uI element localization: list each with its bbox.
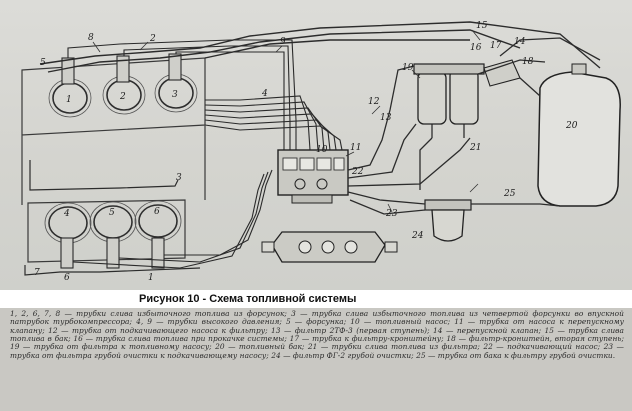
label-19: 19 [402,63,414,73]
figure-caption: Рисунок 10 - Схема топливной системы [0,290,632,308]
cylinder-6 [138,204,178,238]
cylinder-label-5: 5 [109,208,115,218]
label-9: 9 [280,37,286,47]
leader-lines [92,29,481,213]
diagram-scan: 8 2 5 9 4 12 11 10 19 13 21 15 16 17 14 … [0,0,632,290]
figure-legend-text: 1, 2, 6, 7, 8 — трубки слива избыточного… [10,309,624,360]
label-22: 22 [351,167,364,177]
label-15: 15 [476,21,488,31]
high-pressure-bundle [67,39,343,269]
left-return-line [29,160,179,191]
label-20: 20 [565,121,578,131]
label-13: 13 [380,113,392,123]
cylinder-label-2: 2 [119,92,126,102]
label-1: 1 [148,273,154,283]
label-11: 11 [350,143,361,153]
label-17: 17 [490,41,502,51]
cylinder-label-6: 6 [154,207,160,217]
right-fuel-lines [347,37,601,215]
top-drain-lines [39,21,601,73]
figure-caption-text: Рисунок 10 - Схема топливной системы [139,293,357,305]
label-14: 14 [514,37,526,47]
label-4: 4 [261,89,268,99]
injector-1 [61,57,75,85]
bottom-drain-line [24,265,201,276]
fuel-tank [537,63,621,207]
label-5: 5 [40,58,46,68]
cylinder-label-3: 3 [172,90,178,100]
label-21: 21 [469,143,481,153]
label-7: 7 [34,268,40,278]
lower-injectors [60,237,165,269]
upper-injectors [61,53,182,85]
label-12: 12 [368,97,380,107]
injector-4 [60,237,74,269]
injector-2 [116,55,130,83]
figure-legend: 1, 2, 6, 7, 8 — трубки слива избыточного… [0,308,632,411]
callout-labels: 8 2 5 9 4 12 11 10 19 13 21 15 16 17 14 … [34,21,578,283]
label-25: 25 [503,189,516,199]
injector-6 [151,237,165,269]
label-18: 18 [522,57,534,67]
label-10: 10 [316,145,328,155]
label-2: 2 [149,34,156,44]
label-3: 3 [176,173,182,183]
pump-section-view [261,231,398,263]
injector-5 [106,237,120,269]
coarse-filter [424,199,472,242]
label-8: 8 [88,33,94,43]
fuel-system-diagram: 8 2 5 9 4 12 11 10 19 13 21 15 16 17 14 … [21,21,621,283]
label-24: 24 [411,231,424,241]
injector-3 [168,53,182,81]
injection-pump [277,149,349,204]
cylinder-label-4: 4 [63,209,70,219]
fine-filters [413,59,521,138]
label-23: 23 [385,209,398,219]
label-6: 6 [64,273,70,283]
engine-lower-outline [27,199,186,263]
label-16: 16 [470,43,482,53]
cylinder-label-1: 1 [66,95,72,105]
